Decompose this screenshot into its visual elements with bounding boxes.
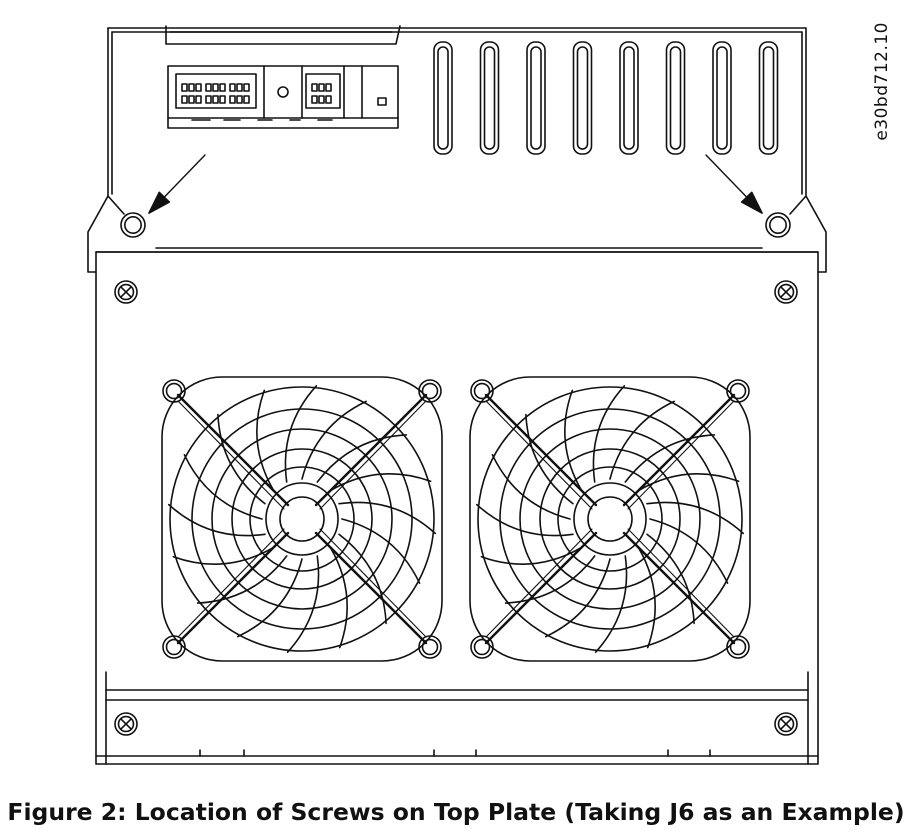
fan-guard-strut	[627, 528, 735, 638]
cover-screw	[114, 280, 138, 304]
terminal-slot	[219, 83, 226, 92]
terminal-slot	[229, 83, 236, 92]
fan-hub	[587, 496, 633, 542]
vent-slot	[758, 41, 779, 155]
terminal-slot	[236, 83, 243, 92]
top-plate	[87, 27, 827, 273]
vent-slot	[712, 41, 732, 155]
fan-guard-strut	[319, 528, 427, 638]
terminal-slot	[318, 83, 325, 92]
fan-guard-ring	[499, 408, 721, 630]
fan-guard-ring	[191, 408, 413, 630]
fan-guard-ring	[249, 466, 355, 572]
cooling-fans	[161, 376, 751, 662]
fan-hub	[279, 496, 325, 542]
fan-guard-strut	[314, 531, 428, 645]
terminal-slot	[325, 83, 332, 92]
fan-guard-strut	[314, 393, 428, 507]
vent-slot-inner	[483, 46, 496, 150]
terminal-slot	[195, 95, 202, 104]
cooling-fan	[161, 376, 443, 662]
terminal-slots	[181, 83, 332, 104]
vent-slot-inner	[623, 46, 635, 150]
fan-mounting-screw	[726, 635, 750, 659]
terminal-slot	[205, 95, 212, 104]
fan-guard-strut	[176, 531, 290, 645]
fan-guard-strut	[622, 393, 736, 507]
vent-slot-inner	[530, 46, 542, 150]
pointer-arrow	[148, 154, 206, 214]
terminal-slot	[236, 95, 243, 104]
fan-guard-strut	[484, 531, 598, 645]
fan-mounting-screw	[162, 635, 186, 659]
cover-screw	[774, 280, 798, 304]
fan-mounting-screw	[418, 635, 442, 659]
vent-slot	[572, 41, 593, 155]
fan-guard-strut	[485, 400, 593, 510]
terminal-slot	[229, 95, 236, 104]
fan-guard-strut	[627, 400, 735, 510]
fan-mounting-screw	[726, 379, 750, 403]
terminal-slot	[325, 95, 332, 104]
vent-slot	[433, 41, 453, 155]
terminal-slot	[205, 83, 212, 92]
fan-housing	[469, 376, 751, 662]
terminal-slot	[212, 95, 219, 104]
fan-mounting-screw	[470, 379, 494, 403]
vent-slot	[619, 41, 639, 155]
vent-slots	[433, 41, 779, 155]
terminal-slot	[181, 95, 188, 104]
fan-guard-strut	[177, 528, 285, 638]
terminal-slot	[311, 95, 318, 104]
terminal-slot	[318, 95, 325, 104]
vent-slot	[479, 41, 500, 155]
terminal-slot	[219, 95, 226, 104]
fan-guard-ring	[557, 466, 663, 572]
vent-slot-inner	[576, 46, 589, 150]
fan-guard-strut	[622, 531, 736, 645]
fan-housing	[161, 376, 443, 662]
fan-mounting-screw	[162, 379, 186, 403]
figure-caption: Figure 2: Location of Screws on Top Plat…	[7, 798, 905, 826]
terminal-slot	[188, 95, 195, 104]
fan-guard-strut	[176, 393, 290, 507]
pointer-arrow	[705, 154, 763, 214]
fan-guard-strut	[319, 400, 427, 510]
vent-slot	[665, 41, 686, 155]
vent-slot-inner	[437, 46, 449, 150]
fan-guard-strut	[177, 400, 285, 510]
cover-screw	[774, 712, 798, 736]
terminal-connector-block	[165, 25, 401, 129]
vent-slot-inner	[762, 46, 775, 150]
terminal-slot	[212, 83, 219, 92]
terminal-slot	[195, 83, 202, 92]
fan-guard-ring	[477, 386, 743, 652]
terminal-slot	[181, 83, 188, 92]
vent-slot-inner	[669, 46, 682, 150]
terminal-slot	[311, 83, 318, 92]
cooling-fan	[469, 376, 751, 662]
front-cover	[95, 251, 819, 765]
fan-guard-ring	[211, 428, 393, 610]
top-plate-screw	[120, 212, 146, 238]
fan-guard-ring	[539, 448, 681, 590]
terminal-slot	[188, 83, 195, 92]
cover-screw	[114, 712, 138, 736]
terminal-slot	[243, 95, 250, 104]
fan-guard-strut	[484, 393, 598, 507]
cover-screws	[114, 280, 798, 736]
figure-id-label: e30bd712.10	[872, 22, 892, 141]
top-plate-screw	[765, 212, 791, 238]
terminal-slot	[243, 83, 250, 92]
fan-guard-ring	[169, 386, 435, 652]
vent-slot-inner	[716, 46, 728, 150]
fan-mounting-screw	[470, 635, 494, 659]
top-plate-screws	[120, 154, 791, 238]
fan-guard-ring	[519, 428, 701, 610]
fan-guard-strut	[485, 528, 593, 638]
fan-mounting-screw	[418, 379, 442, 403]
vent-slot	[526, 41, 546, 155]
fan-guard-ring	[231, 448, 373, 590]
